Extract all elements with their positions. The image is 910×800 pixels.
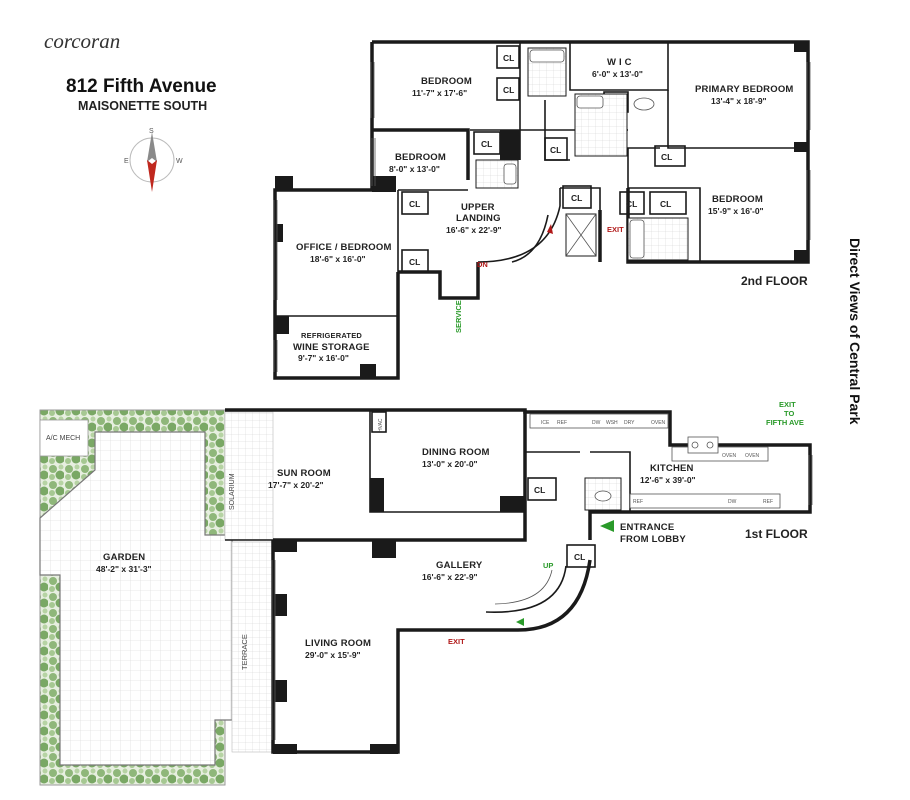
room-living-name: LIVING ROOM xyxy=(305,638,371,649)
appliance-oven-2: OVEN xyxy=(722,453,737,459)
room-office-name: OFFICE / BEDROOM xyxy=(296,242,392,253)
closet-label: CL xyxy=(409,199,420,209)
room-office-dim: 18'-6" x 16'-0" xyxy=(310,254,366,264)
compass-icon: S E W xyxy=(124,128,183,192)
room-wine-dim: 9'-7" x 16'-0" xyxy=(298,353,349,363)
appliance-oven: OVEN xyxy=(651,420,666,426)
closet-label: CL xyxy=(534,485,545,495)
room-gallery-name: GALLERY xyxy=(436,560,483,571)
room-bedroom-b-name: BEDROOM xyxy=(395,152,446,163)
room-bedroom-a-name: BEDROOM xyxy=(421,76,472,87)
appliance-ref-3: REF xyxy=(763,499,773,505)
room-bedroom-c-dim: 15'-9" x 16'-0" xyxy=(708,206,764,216)
room-kitchen-name: KITCHEN xyxy=(650,463,694,474)
room-sun-dim: 17'-7" x 20'-2" xyxy=(268,480,324,490)
room-garden-dim: 48'-2" x 31'-3" xyxy=(96,564,152,574)
room-wine-name: REFRIGERATED xyxy=(301,331,362,340)
room-sun-name: SUN ROOM xyxy=(277,468,331,479)
room-primary-name: PRIMARY BEDROOM xyxy=(695,84,794,95)
second-floor: CL CL CL CL CL CL CL CL CL CL CL BEDROOM… xyxy=(273,40,811,380)
room-dining-dim: 13'-0" x 20'-0" xyxy=(422,459,478,469)
room-wine-name2: WINE STORAGE xyxy=(293,342,370,353)
room-bedroom-b-dim: 8'-0" x 13'-0" xyxy=(389,164,440,174)
room-gallery-dim: 16'-6" x 22'-9" xyxy=(422,572,478,582)
room-upper-dim: 16'-6" x 22'-9" xyxy=(446,225,502,235)
closet-label: CL xyxy=(574,552,585,562)
ac-mech-label: A/C MECH xyxy=(46,435,80,442)
exit-label-2f: EXIT xyxy=(607,225,624,234)
appliance-dw: DW xyxy=(592,420,601,426)
exit-fifth-3: FIFTH AVE xyxy=(766,418,804,427)
room-wic-name: W I C xyxy=(607,57,632,68)
closet-label: CL xyxy=(571,193,582,203)
room-wic-dim: 6'-0" x 13'-0" xyxy=(592,69,643,79)
exit-label-1f: EXIT xyxy=(448,637,465,646)
appliance-ice: ICE xyxy=(541,420,550,426)
room-primary-dim: 13'-4" x 18'-9" xyxy=(711,96,767,106)
address-title: 812 Fifth Avenue xyxy=(66,76,217,97)
unit-subtitle: MAISONETTE SOUTH xyxy=(78,99,207,113)
up-label: UP xyxy=(543,561,553,570)
room-kitchen-dim: 12'-6" x 39'-0" xyxy=(640,475,696,485)
entrance-label-1: ENTRANCE xyxy=(620,522,674,533)
compass-s: S xyxy=(149,128,154,135)
room-bedroom-c-name: BEDROOM xyxy=(712,194,763,205)
closet-label: CL xyxy=(550,145,561,155)
floor-label-1f: 1st FLOOR xyxy=(745,527,808,541)
appliance-wsh: WSH xyxy=(606,420,618,426)
terrace-label: TERRACE xyxy=(240,634,249,670)
floor-label-2f: 2nd FLOOR xyxy=(741,274,808,288)
closet-label: CL xyxy=(409,257,420,267)
brand-logo: corcoran xyxy=(44,29,120,53)
room-dining-name: DINING ROOM xyxy=(422,447,490,458)
room-upper-name: UPPER xyxy=(461,202,495,213)
views-label: Direct Views of Central Park xyxy=(847,238,863,425)
entrance-label-2: FROM LOBBY xyxy=(620,534,686,545)
room-living-dim: 29'-0" x 15'-9" xyxy=(305,650,361,660)
appliance-oven-3: OVEN xyxy=(745,453,760,459)
appliance-dw-2: DW xyxy=(728,499,737,505)
closet-label: CL xyxy=(626,199,637,209)
room-bedroom-a-dim: 11'-7" x 17'-6" xyxy=(412,88,467,98)
hvac-label: HVAC xyxy=(378,418,384,432)
service-label: SERVICE xyxy=(454,300,463,333)
room-upper-name2: LANDING xyxy=(456,213,501,224)
room-garden-name: GARDEN xyxy=(103,552,145,563)
first-floor: A/C MECH GARDEN 48'-2" x 31'-3" SOLARIUM… xyxy=(39,400,813,786)
down-label: DN xyxy=(477,260,488,269)
closet-label: CL xyxy=(661,152,672,162)
appliance-dry: DRY xyxy=(624,420,635,426)
exit-fifth-2: TO xyxy=(784,409,794,418)
appliance-ref-2: REF xyxy=(633,499,643,505)
compass-w: W xyxy=(176,158,183,165)
solarium-label: SOLARIUM xyxy=(229,473,236,510)
closet-label: CL xyxy=(660,199,671,209)
exit-fifth-1: EXIT xyxy=(779,400,796,409)
appliance-ref: REF xyxy=(557,420,567,426)
compass-e: E xyxy=(124,158,129,165)
closet-label: CL xyxy=(481,139,492,149)
closet-label: CL xyxy=(503,53,514,63)
closet-label: CL xyxy=(503,85,514,95)
